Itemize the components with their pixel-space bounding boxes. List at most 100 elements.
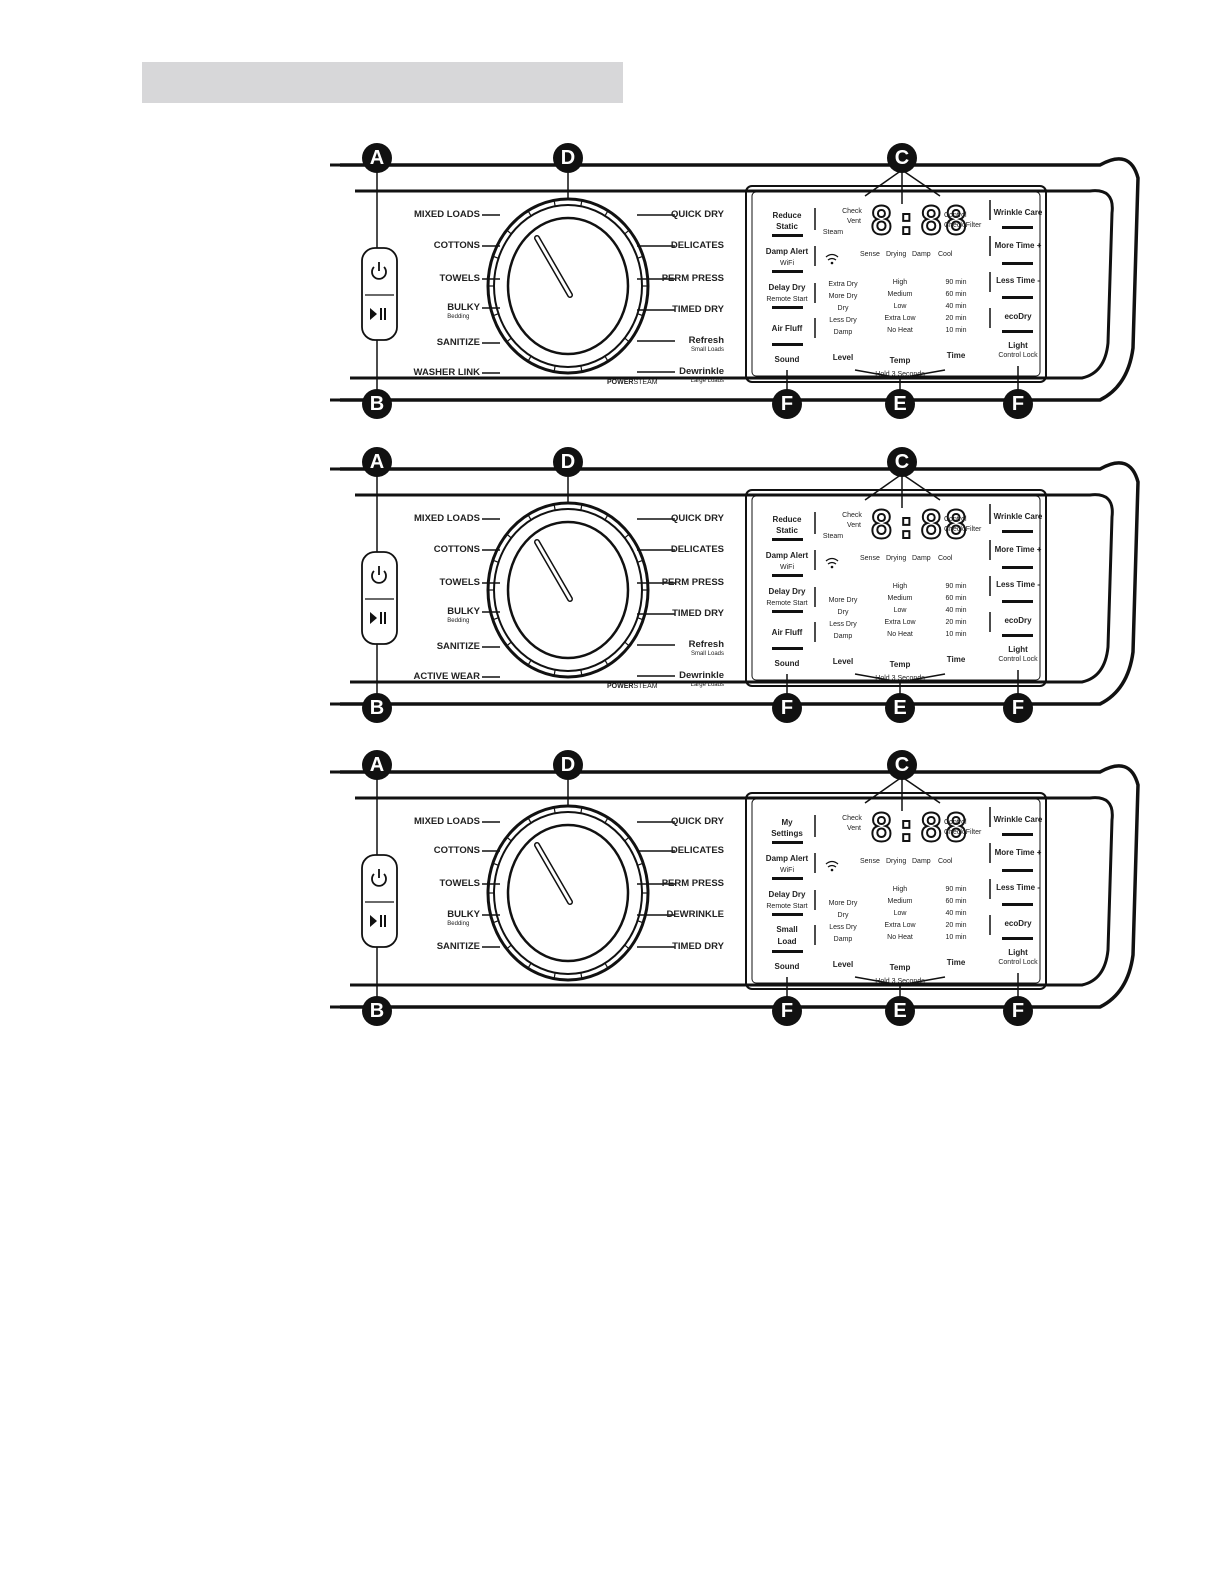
cycle-name: TIMED DRY bbox=[672, 304, 724, 315]
cycle-label-right-3[interactable]: PERM PRESS bbox=[662, 578, 724, 588]
ecodry-label[interactable]: ecoDry bbox=[1004, 312, 1032, 321]
play-pause-icon[interactable] bbox=[370, 915, 386, 927]
cycle-label-left-5[interactable]: SANITIZE bbox=[437, 338, 480, 348]
wifi-icon bbox=[825, 860, 839, 872]
sound-label[interactable]: Sound bbox=[774, 962, 800, 971]
ecodry-label[interactable]: ecoDry bbox=[1004, 919, 1032, 928]
fourth-button-label-1[interactable]: Small bbox=[776, 925, 798, 934]
more-time-label[interactable]: More Time + bbox=[994, 241, 1042, 250]
light-label[interactable]: Light bbox=[1008, 645, 1028, 654]
cycle-label-right-4[interactable]: TIMED DRY bbox=[672, 305, 724, 315]
level-button-label[interactable]: Level bbox=[832, 353, 854, 362]
power-icon[interactable] bbox=[371, 566, 387, 584]
cycle-label-left-3[interactable]: TOWELS bbox=[440, 578, 480, 588]
power-icon[interactable] bbox=[371, 869, 387, 887]
sound-label[interactable]: Sound bbox=[774, 659, 800, 668]
display-panel-outer bbox=[745, 185, 1047, 383]
cycle-label-right-1[interactable]: QUICK DRY bbox=[671, 210, 724, 220]
wrinkle-care-label[interactable]: Wrinkle Care bbox=[993, 512, 1043, 521]
play-pause-icon[interactable] bbox=[370, 308, 386, 320]
dry-level-option: Damp bbox=[833, 329, 853, 336]
cycle-label-left-2[interactable]: COTTONS bbox=[434, 241, 480, 251]
cycle-label-left-1[interactable]: MIXED LOADS bbox=[414, 210, 480, 220]
first-button-label-2[interactable]: Static bbox=[776, 526, 798, 535]
cycle-label-left-1[interactable]: MIXED LOADS bbox=[414, 514, 480, 524]
damp-alert-label[interactable]: Damp Alert bbox=[765, 247, 809, 256]
cycle-label-left-6[interactable]: WASHER LINK bbox=[414, 368, 481, 378]
time-button-label[interactable]: Time bbox=[946, 655, 966, 664]
cycle-selector-knob[interactable] bbox=[486, 197, 650, 375]
more-time-label[interactable]: More Time + bbox=[994, 545, 1042, 554]
temp-button-label[interactable]: Temp bbox=[889, 660, 911, 669]
cycle-label-left-3[interactable]: TOWELS bbox=[440, 879, 480, 889]
delay-dry-label[interactable]: Delay Dry bbox=[768, 283, 806, 292]
level-button-label[interactable]: Level bbox=[832, 657, 854, 666]
cycle-label-left-5[interactable]: SANITIZE bbox=[437, 642, 480, 652]
sound-label[interactable]: Sound bbox=[774, 355, 800, 364]
cycle-label-left-3[interactable]: TOWELS bbox=[440, 274, 480, 284]
power-steam-steam: STEAM bbox=[633, 683, 658, 690]
callout-e: E bbox=[885, 693, 915, 723]
play-pause-icon[interactable] bbox=[370, 612, 386, 624]
cycle-label-right-3[interactable]: PERM PRESS bbox=[662, 879, 724, 889]
cycle-label-right-1[interactable]: QUICK DRY bbox=[671, 817, 724, 827]
first-button-label-2[interactable]: Settings bbox=[771, 829, 803, 838]
first-button-label-1[interactable]: Reduce bbox=[772, 211, 802, 220]
cycle-label-right-2[interactable]: DELICATES bbox=[671, 846, 724, 856]
cycle-label-left-2[interactable]: COTTONS bbox=[434, 846, 480, 856]
temp-button-label[interactable]: Temp bbox=[889, 963, 911, 972]
light-label[interactable]: Light bbox=[1008, 948, 1028, 957]
cycle-selector-knob[interactable] bbox=[486, 804, 650, 982]
cycle-label-left-6[interactable]: ACTIVE WEAR bbox=[414, 672, 481, 682]
cycle-label-right-2[interactable]: DELICATES bbox=[671, 241, 724, 251]
time-button-label[interactable]: Time bbox=[946, 958, 966, 967]
time-option: 60 min bbox=[945, 595, 967, 602]
cycle-selector-knob[interactable] bbox=[486, 501, 650, 679]
delay-dry-label[interactable]: Delay Dry bbox=[768, 587, 806, 596]
temp-option: High bbox=[892, 279, 908, 286]
callout-c: C bbox=[887, 447, 917, 477]
cycle-name: TOWELS bbox=[439, 878, 480, 889]
more-time-label[interactable]: More Time + bbox=[994, 848, 1042, 857]
section-header-bar bbox=[142, 62, 623, 103]
steam-label: Steam bbox=[822, 229, 844, 236]
cycle-label-left-2[interactable]: COTTONS bbox=[434, 545, 480, 555]
less-time-label[interactable]: Less Time - bbox=[996, 580, 1040, 589]
fourth-button-label[interactable]: Air Fluff bbox=[771, 324, 803, 333]
wrinkle-care-label[interactable]: Wrinkle Care bbox=[993, 815, 1043, 824]
cycle-label-right-5[interactable]: TIMED DRY bbox=[672, 942, 724, 952]
first-button-label-1[interactable]: Reduce bbox=[772, 515, 802, 524]
level-button-label[interactable]: Level bbox=[832, 960, 854, 969]
cycle-label-right-4[interactable]: TIMED DRY bbox=[672, 609, 724, 619]
cycle-label-left-5[interactable]: SANITIZE bbox=[437, 942, 480, 952]
fourth-button-label-2[interactable]: Load bbox=[777, 937, 797, 946]
cycle-label-right-1[interactable]: QUICK DRY bbox=[671, 514, 724, 524]
first-button-label-2[interactable]: Static bbox=[776, 222, 798, 231]
cycle-label-right-4[interactable]: DEWRINKLE bbox=[666, 910, 724, 920]
time-button-label[interactable]: Time bbox=[946, 351, 966, 360]
cycle-label-left-1[interactable]: MIXED LOADS bbox=[414, 817, 480, 827]
temp-button-label[interactable]: Temp bbox=[889, 356, 911, 365]
less-time-label[interactable]: Less Time - bbox=[996, 276, 1040, 285]
damp-alert-label[interactable]: Damp Alert bbox=[765, 854, 809, 863]
vent-label: Vent bbox=[846, 218, 862, 225]
cycle-label-right-3[interactable]: PERM PRESS bbox=[662, 274, 724, 284]
fourth-button-label[interactable]: Air Fluff bbox=[771, 628, 803, 637]
delay-dry-label[interactable]: Delay Dry bbox=[768, 890, 806, 899]
wrinkle-care-label[interactable]: Wrinkle Care bbox=[993, 208, 1043, 217]
cycle-label-right-2[interactable]: DELICATES bbox=[671, 545, 724, 555]
less-time-label[interactable]: Less Time - bbox=[996, 883, 1040, 892]
ecodry-label[interactable]: ecoDry bbox=[1004, 616, 1032, 625]
time-option: 60 min bbox=[945, 898, 967, 905]
damp-alert-label[interactable]: Damp Alert bbox=[765, 551, 809, 560]
power-icon[interactable] bbox=[371, 262, 387, 280]
light-label[interactable]: Light bbox=[1008, 341, 1028, 350]
first-button-label-1[interactable]: My bbox=[781, 818, 793, 827]
